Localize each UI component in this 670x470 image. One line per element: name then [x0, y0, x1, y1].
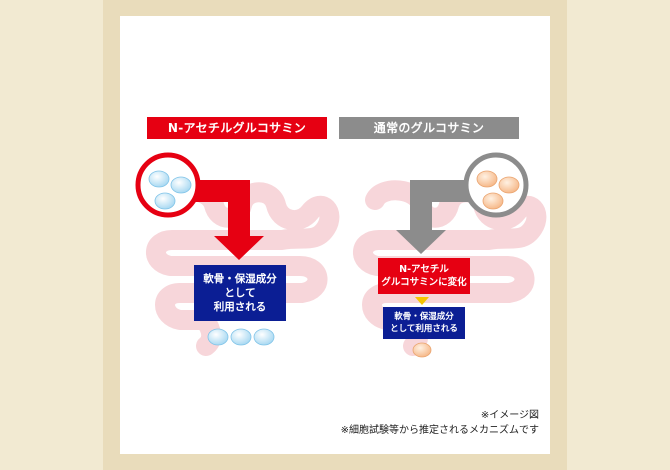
left-box-line: 利用される	[213, 301, 267, 313]
blue-particle	[170, 176, 192, 194]
right-header-bg	[339, 117, 519, 139]
change-box-line: N-アセチル	[399, 264, 449, 275]
left-header-bg	[147, 117, 327, 139]
blue-particle	[148, 170, 170, 188]
right-box-line: として利用される	[390, 324, 458, 334]
left-result-box: 軟骨・保湿成分 として 利用される	[194, 265, 286, 321]
left-box-line: 軟骨・保湿成分	[203, 273, 277, 285]
gray-arrow	[396, 180, 476, 254]
note-image: ※イメージ図	[480, 410, 539, 421]
blue-particle	[253, 328, 275, 346]
blue-particle	[230, 328, 252, 346]
yellow-arrow	[415, 297, 429, 305]
left-source-circle	[135, 152, 201, 218]
intestine-right	[353, 180, 547, 356]
red-arrow	[192, 180, 264, 260]
note-mechanism: ※細胞試験等から推定されるメカニズムです	[340, 425, 539, 436]
change-box: N-アセチル グルコサミンに変化	[378, 258, 470, 294]
left-header: N-アセチルグルコサミン	[167, 121, 307, 135]
right-box-line: 軟骨・保湿成分	[394, 312, 454, 322]
blue-particle	[207, 328, 229, 346]
change-box-line: グルコサミンに変化	[381, 277, 467, 288]
orange-particle	[412, 342, 432, 358]
right-result-box: 軟骨・保湿成分 として利用される	[383, 307, 465, 339]
orange-particle	[498, 176, 520, 194]
orange-particle	[476, 170, 498, 188]
left-box-line: として	[224, 287, 256, 299]
orange-particle	[482, 192, 504, 210]
blue-particle	[154, 192, 176, 210]
right-source-circle	[463, 152, 529, 218]
right-header: 通常のグルコサミン	[373, 121, 485, 135]
